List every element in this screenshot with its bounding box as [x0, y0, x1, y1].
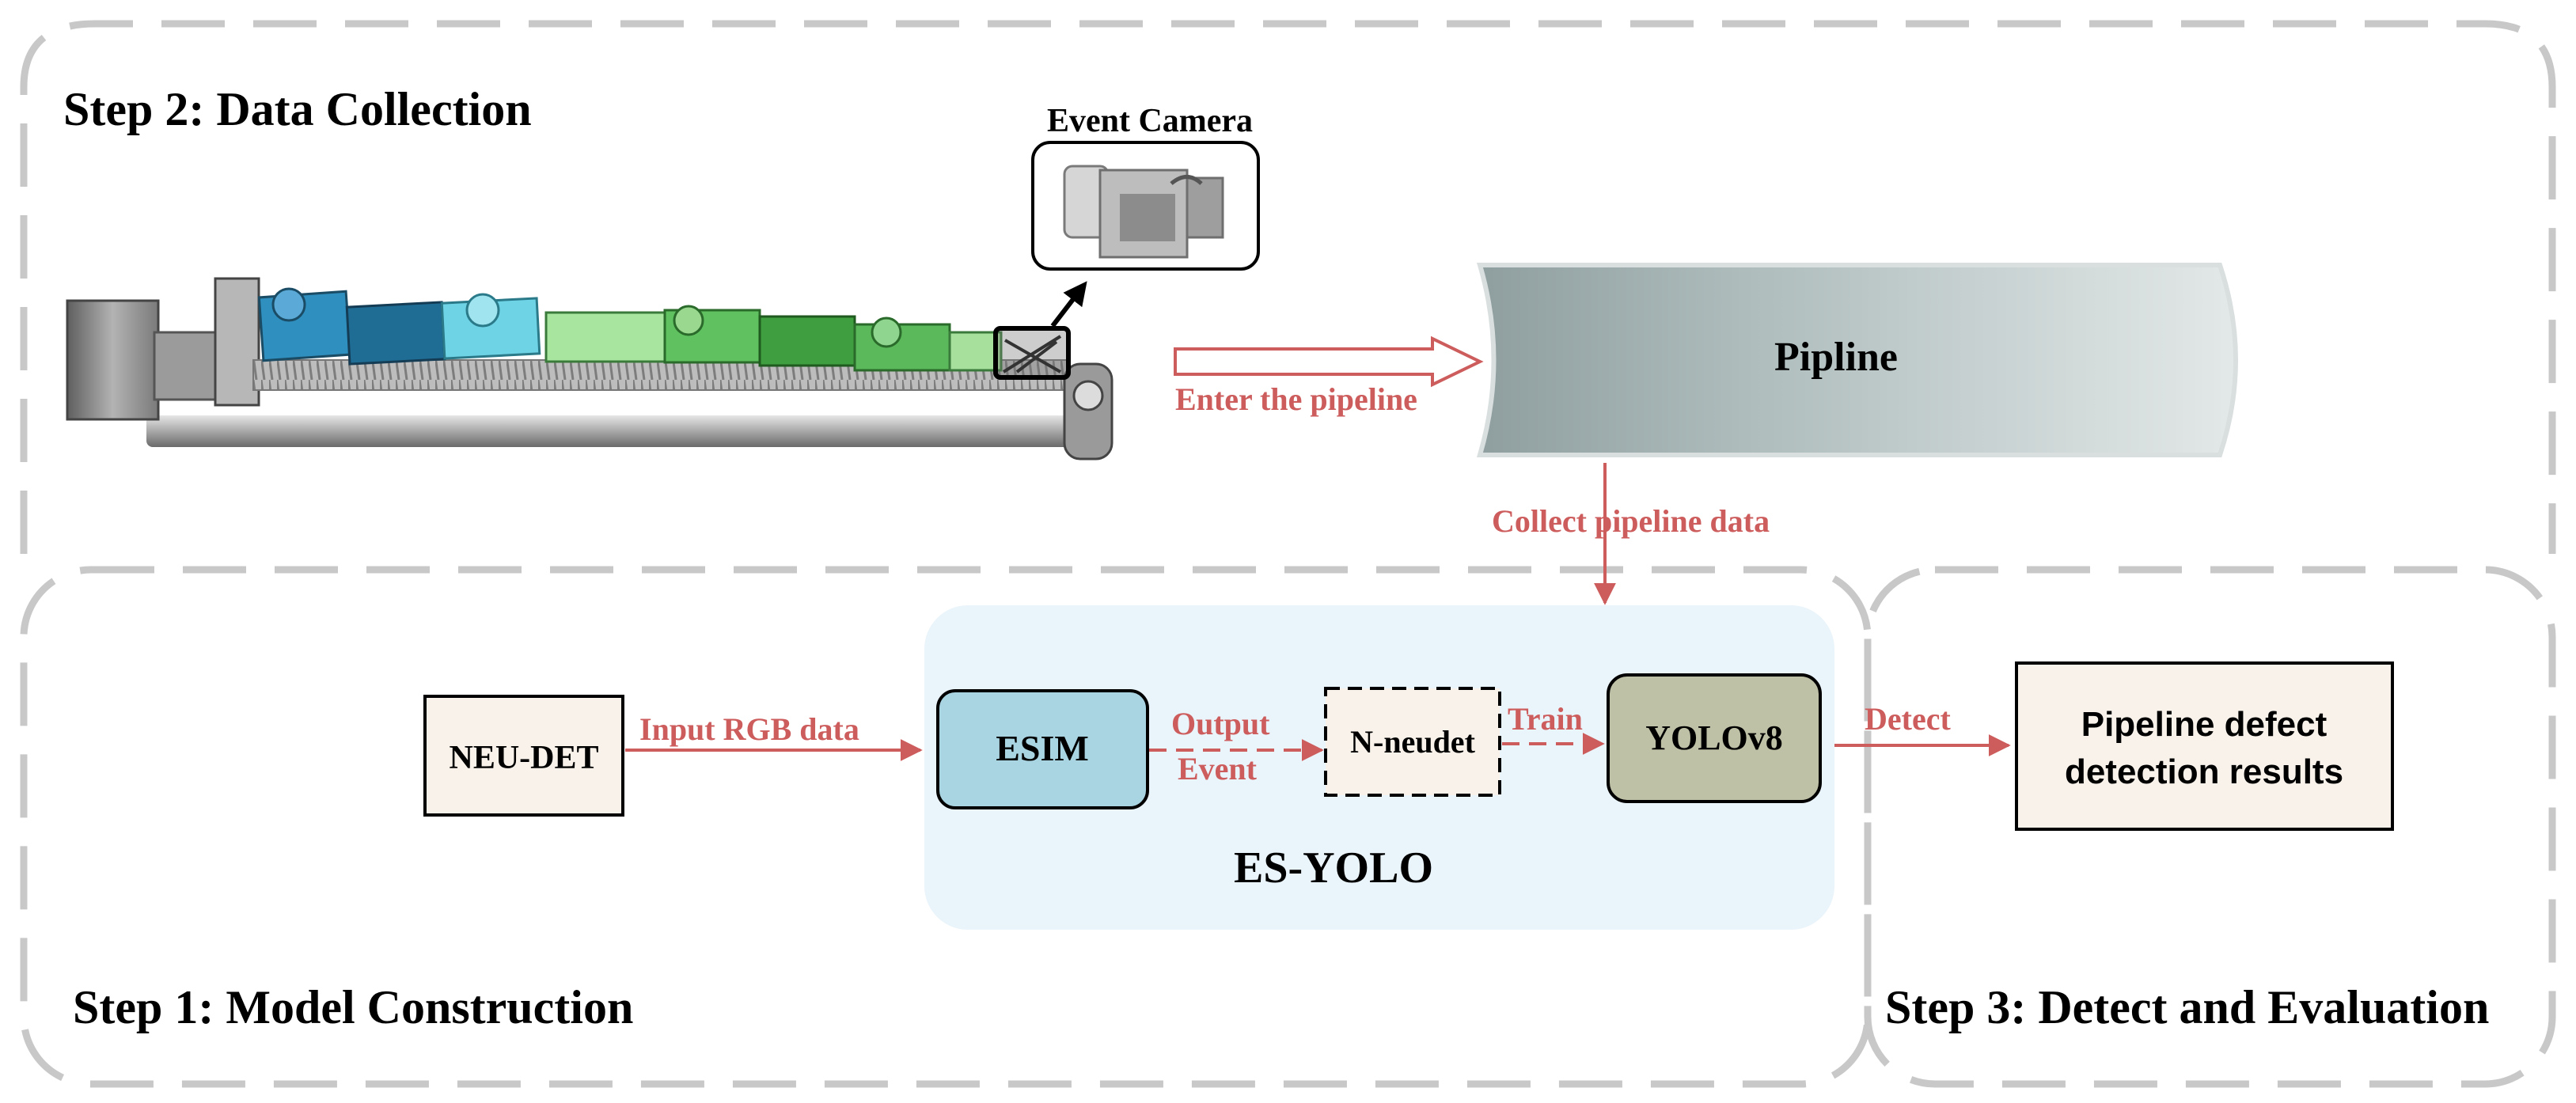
robot-segment-7: [853, 323, 951, 372]
robot-segment-4: [544, 311, 666, 363]
train-label: Train: [1508, 701, 1583, 737]
neu-det-box: [423, 695, 624, 817]
enter-pipeline-label: Enter the pipeline: [1175, 381, 1417, 417]
detection-results-box: [2015, 661, 2394, 831]
snake-robot-illustration: [66, 277, 1113, 461]
robot-segment-2: [345, 301, 446, 366]
robot-motor-block: [66, 299, 160, 421]
event-camera-label: Event Camera: [1047, 103, 1253, 139]
robot-end-plate: [1063, 362, 1113, 461]
robot-segment-6: [758, 315, 856, 367]
step3-region-outline: [1864, 566, 2556, 1088]
robot-joint-3: [673, 305, 704, 336]
camera-pointer-arrow: [1050, 281, 1087, 328]
n-neudet-box: [1324, 687, 1501, 797]
detection-results-line1: Pipeline defect: [2081, 705, 2328, 744]
enter-pipeline-arrow: [1174, 335, 1484, 388]
yolov8-label: YOLOv8: [1645, 718, 1783, 757]
robot-base-rail: [146, 415, 1104, 447]
detect-label: Detect: [1865, 701, 1951, 737]
step2-title: Step 2: Data Collection: [63, 83, 532, 135]
event-camera-icon: [1063, 165, 1224, 259]
robot-end-mount: [214, 277, 260, 407]
es-yolo-label: ES-YOLO: [1234, 843, 1433, 893]
input-rgb-label: Input RGB data: [639, 711, 859, 747]
output-event-label-line1: Output: [1171, 706, 1270, 741]
pipeline-label: Pipline: [1774, 335, 1898, 380]
pipeline-shape: [1477, 263, 2238, 457]
output-event-label-line2: Event: [1178, 751, 1258, 787]
collect-data-label: Collect pipeline data: [1492, 503, 1770, 539]
robot-camera-hatch: [1002, 335, 1062, 373]
esim-box: [936, 689, 1149, 809]
yolov8-box: [1607, 673, 1822, 803]
esim-label: ESIM: [996, 728, 1089, 768]
step1-region-outline: [20, 566, 1872, 1088]
robot-joint-2: [465, 293, 500, 328]
robot-joint-1: [271, 287, 306, 322]
robot-joint-4: [871, 316, 902, 348]
step2-region-outline: [20, 20, 2556, 554]
robot-segment-8: [948, 331, 1003, 372]
detection-results-line2: detection results: [2065, 752, 2343, 791]
neu-det-label: NEU-DET: [449, 740, 598, 776]
step3-title: Step 3: Detect and Evaluation: [1885, 981, 2489, 1033]
n-neudet-label: N-neudet: [1350, 724, 1475, 760]
robot-end-bolt: [1072, 380, 1104, 411]
step1-title: Step 1: Model Construction: [73, 981, 633, 1033]
